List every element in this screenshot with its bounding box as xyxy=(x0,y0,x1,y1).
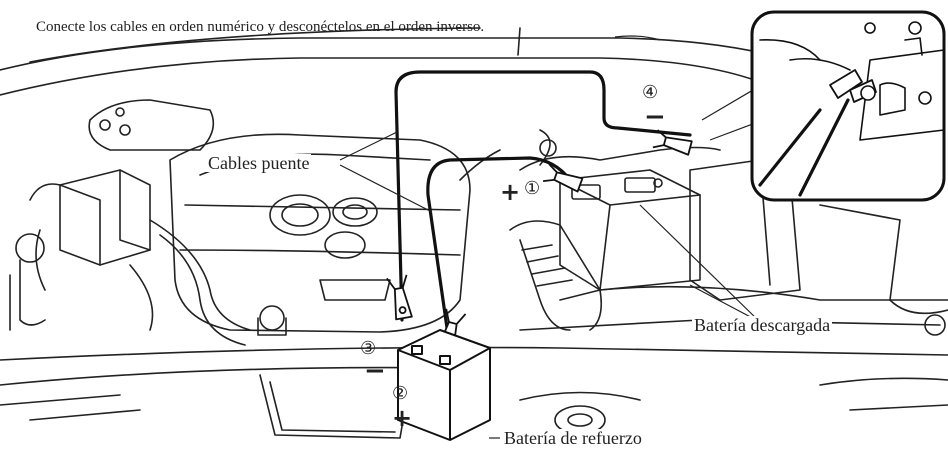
dead-battery xyxy=(559,169,701,291)
cables-leader-1 xyxy=(339,131,398,161)
inset-detail xyxy=(750,10,946,202)
positive-jumper-cable xyxy=(426,156,572,337)
cables-leader-2 xyxy=(339,164,433,213)
hood-outline xyxy=(0,37,791,71)
clamp-dead-positive xyxy=(542,163,584,193)
instruction-leader xyxy=(614,35,661,41)
instruction-text: Conecte los cables en orden numérico y d… xyxy=(36,19,485,35)
left-strut-tower xyxy=(88,99,215,151)
ground-negative-sign: − xyxy=(644,102,666,132)
reservoir-cap xyxy=(15,233,45,263)
dead-battery-leader-2 xyxy=(689,284,761,323)
step-3-marker: ③ xyxy=(360,338,377,359)
step-2-marker: ② xyxy=(392,383,409,404)
intake-duct xyxy=(509,220,603,331)
clamp-engine-ground xyxy=(652,129,693,156)
booster-negative-sign: − xyxy=(364,356,386,386)
dead-battery-leader-1 xyxy=(639,204,761,323)
booster-battery xyxy=(397,329,491,441)
front-crossmember xyxy=(0,346,948,361)
step-4-marker: ④ xyxy=(642,82,659,103)
relay-block xyxy=(59,169,151,266)
negative-jumper-cable xyxy=(394,70,692,322)
booster-positive-sign: + xyxy=(392,404,413,432)
booster-battery-label: Batería de refuerzo xyxy=(502,428,644,448)
jumper-cables-label: Cables puente xyxy=(206,153,312,173)
clamp-booster-negative xyxy=(386,274,413,321)
dead-positive-sign: + xyxy=(500,178,521,206)
engine-cover xyxy=(169,133,471,333)
step-1-marker: ① xyxy=(524,178,541,199)
dead-battery-label: Batería descargada xyxy=(692,315,833,335)
